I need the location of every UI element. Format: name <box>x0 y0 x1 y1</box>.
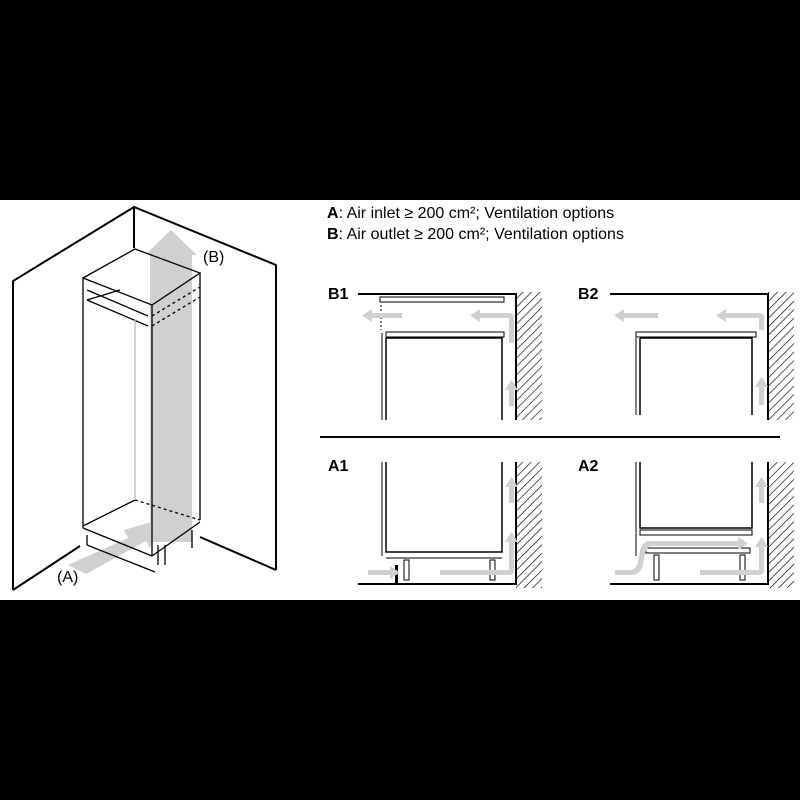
wall-corner <box>12 205 277 591</box>
tall-cabinet <box>81 248 202 573</box>
legend-inlet: A: Air inlet ≥ 200 cm²; Ventilation opti… <box>327 204 614 224</box>
panel-label-a2: A2 <box>578 458 599 475</box>
legend-text-a: : Air inlet ≥ 200 cm²; Ventilation optio… <box>338 205 615 222</box>
panel-label-a1: A1 <box>328 458 349 475</box>
legend-outlet: B: Air outlet ≥ 200 cm²; Ventilation opt… <box>327 225 624 245</box>
inlet-arrow-a <box>68 518 165 574</box>
panel-b2-drawing <box>610 292 794 420</box>
legend-text-b: : Air outlet ≥ 200 cm²; Ventilation opti… <box>338 226 624 243</box>
label-inlet-a: (A) <box>57 569 79 586</box>
panel-label-b2: B2 <box>578 286 599 303</box>
panel-label-b1: B1 <box>328 286 349 303</box>
legend-key-a: A <box>327 205 339 222</box>
panel-a2-drawing <box>610 462 794 588</box>
panel-a1-drawing <box>358 462 542 588</box>
legend-key-b: B <box>327 226 339 243</box>
label-outlet-b: (B) <box>203 249 225 266</box>
ventilation-drawing <box>12 205 794 591</box>
panel-b1-drawing <box>358 292 542 420</box>
diagram-canvas: A: Air inlet ≥ 200 cm²; Ventilation opti… <box>0 200 800 600</box>
outlet-arrow-b <box>145 230 197 542</box>
